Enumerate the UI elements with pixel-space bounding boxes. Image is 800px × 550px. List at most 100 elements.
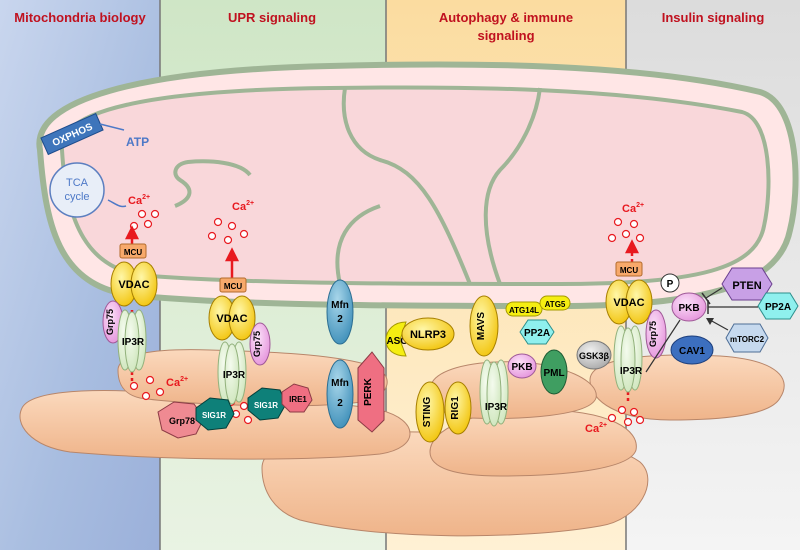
grp75-protein — [249, 322, 271, 366]
ire1-protein — [281, 383, 313, 413]
pkb-to-ip3r-line — [645, 319, 681, 373]
ire1-label: IRE1 — [289, 395, 307, 404]
pml-label: PML — [543, 368, 564, 379]
oxphos-arrow — [99, 123, 125, 131]
grp75-protein — [645, 309, 667, 359]
mcu-channel — [615, 261, 643, 277]
ip3r-label: IP3R — [485, 402, 508, 413]
tca-label-line1: TCA — [66, 177, 89, 189]
pp2a-label: PP2A — [524, 328, 550, 339]
vdac-ip3r-complex-1: MCU VDAC Grp75 IP3R — [102, 243, 158, 373]
pp2a-protein — [519, 319, 555, 345]
atp-label: ATP — [126, 135, 149, 149]
ip3r-channel — [217, 341, 247, 405]
vdac-label: VDAC — [118, 279, 149, 291]
atg5-label: ATG5 — [545, 300, 566, 309]
ca-label: Ca2+ — [585, 422, 607, 435]
mtorc2-label: mTORC2 — [730, 335, 765, 344]
atg14l-label: ATG14L — [509, 306, 539, 315]
atg14l-protein — [505, 301, 543, 317]
panel-title-autophagy-line2: signaling — [477, 28, 534, 43]
mcu-label: MCU — [124, 248, 142, 257]
pkb-protein — [507, 353, 537, 379]
nlrp3-label: NLRP3 — [410, 329, 446, 341]
mcu-label: MCU — [620, 266, 638, 275]
mcu-channel — [219, 277, 247, 293]
perk-label: PERK — [363, 377, 374, 406]
mfn2-number: 2 — [337, 398, 343, 409]
tca-cycle-circle — [49, 162, 105, 218]
vdac-ip3r-complex-4: MCU VDAC Grp75 IP3R — [605, 261, 667, 393]
pkb-label: PKB — [511, 362, 532, 373]
gsk3b-label: GSK3β — [579, 351, 610, 361]
mavs-label: MAVS — [476, 312, 487, 340]
nlrp3-protein — [401, 317, 455, 351]
ip3r-channel — [117, 309, 147, 373]
vdac-ip3r-complex-2: MCU VDAC Grp75 IP3R — [208, 277, 271, 405]
mtorc2-activation-arrowhead — [706, 318, 714, 325]
pten-inhibition-line — [705, 287, 723, 299]
rig1-protein — [444, 381, 472, 435]
grp75-label: Grp75 — [252, 331, 262, 357]
grp75-label: Grp75 — [648, 321, 658, 347]
panel-title-autophagy: Autophagy & immune — [439, 10, 573, 25]
ip3r-label: IP3R — [620, 366, 643, 377]
grp78-protein — [157, 401, 205, 439]
cav1-protein — [670, 335, 714, 365]
tca-arrow — [107, 199, 127, 208]
mtorc2-complex — [725, 323, 769, 353]
mitochondrion — [36, 61, 799, 310]
calcium-arrowhead — [124, 225, 140, 240]
mfn2-number: 2 — [337, 314, 343, 325]
sig1r-protein — [247, 387, 287, 421]
pp2a-label: PP2A — [765, 302, 791, 313]
sting-protein — [415, 381, 445, 443]
mtorc2-activation-line — [709, 319, 729, 331]
mfn2-tether: Mfn 2 Mfn 2 — [326, 279, 354, 429]
asc-label: ASC — [386, 336, 407, 347]
pkb-label: PKB — [678, 303, 699, 314]
ip3r-channel — [613, 325, 643, 393]
cav1-label: CAV1 — [679, 346, 705, 357]
sting-label: STING — [422, 397, 433, 428]
ip3r-label: IP3R — [122, 337, 145, 348]
ip3r-channel — [479, 359, 509, 427]
calcium-arrowhead — [624, 239, 640, 254]
sig1r-label: SIG1R — [202, 411, 226, 420]
pten-protein — [721, 267, 773, 301]
ca-label: Ca2+ — [232, 200, 254, 213]
asc-protein — [385, 321, 407, 357]
sig1r-protein — [195, 397, 235, 431]
panel-title-upr: UPR signaling — [228, 10, 316, 25]
calcium-arrowhead — [224, 247, 240, 262]
panel-title-mitochondria: Mitochondria biology — [14, 10, 146, 25]
phospho-marker — [660, 273, 680, 293]
mfn2-label: Mfn — [331, 378, 349, 389]
vdac-label: VDAC — [613, 297, 644, 309]
perk-protein — [357, 351, 385, 433]
mfn2-label: Mfn — [331, 300, 349, 311]
ca-label: Ca2+ — [622, 202, 644, 215]
pten-label: PTEN — [732, 280, 761, 292]
mcu-label: MCU — [224, 282, 242, 291]
pkb-protein — [671, 292, 707, 322]
sig1r-label: SIG1R — [254, 401, 278, 410]
panel-title-insulin: Insulin signaling — [662, 10, 765, 25]
vdac-label: VDAC — [216, 313, 247, 325]
pml-protein — [540, 349, 568, 395]
ca-label: Ca2+ — [128, 194, 150, 207]
ip3r-label: IP3R — [223, 370, 246, 381]
mavs-protein — [469, 295, 499, 357]
grp78-label: Grp78 — [169, 416, 195, 426]
rig1-label: RIG1 — [450, 396, 461, 420]
pp2a-protein — [757, 292, 799, 320]
tca-label-line2: cycle — [64, 191, 89, 203]
phospho-label: P — [667, 279, 674, 290]
atg5-protein — [539, 295, 571, 311]
grp75-label: Grp75 — [105, 309, 115, 335]
ca-label: Ca2+ — [166, 376, 188, 389]
mcu-channel — [119, 243, 147, 259]
gsk3b-protein — [576, 340, 612, 370]
